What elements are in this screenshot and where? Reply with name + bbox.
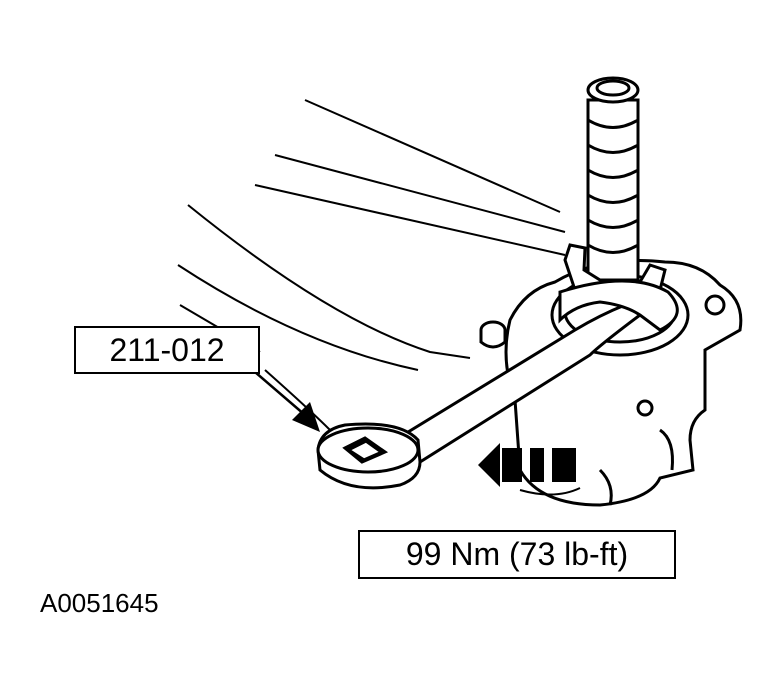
arrow-left-icon bbox=[478, 443, 581, 496]
torque-spec-callout: 99 Nm (73 lb-ft) bbox=[358, 530, 676, 579]
wrench-tool bbox=[316, 279, 679, 490]
torque-spec-label: 99 Nm (73 lb-ft) bbox=[405, 536, 629, 572]
tool-leader bbox=[254, 371, 320, 432]
input-shaft bbox=[563, 76, 667, 298]
tool-number-label: 211-012 bbox=[109, 331, 225, 368]
housing-bolt bbox=[479, 320, 507, 349]
figure-id-label: A0051645 bbox=[40, 588, 159, 618]
tool-number-callout: 211-012 bbox=[74, 326, 260, 374]
